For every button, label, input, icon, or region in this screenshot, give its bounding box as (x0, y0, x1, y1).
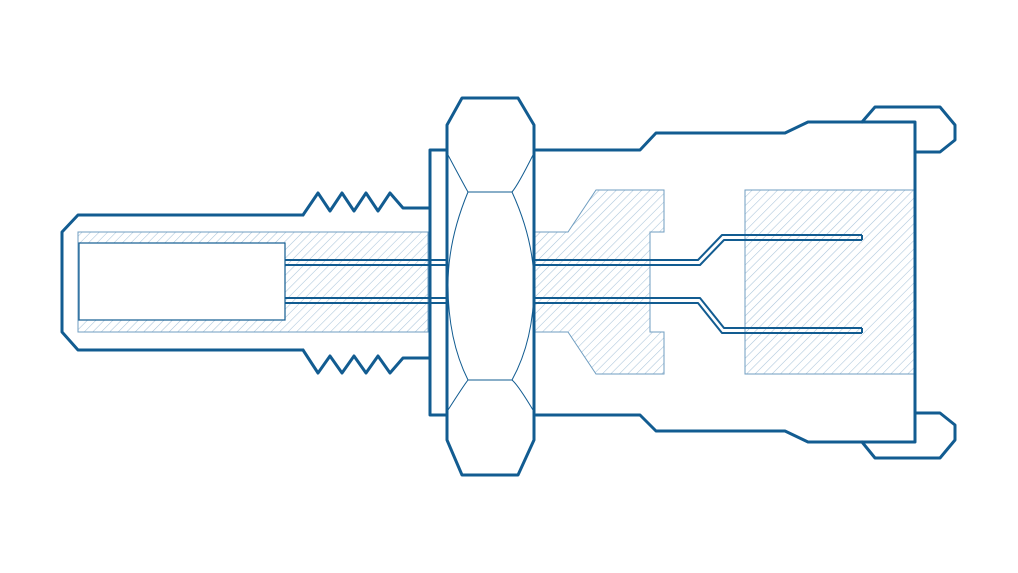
nut-facet-right (511, 191, 535, 381)
thread-upper (301, 191, 432, 217)
probe-outer-outline (60, 213, 305, 352)
housing-outline (534, 120, 917, 444)
nut-facet-bottom (447, 379, 534, 411)
latch-bottom (860, 411, 957, 460)
connector-insert-hatch (532, 189, 665, 375)
pin-block-hatch (744, 189, 916, 375)
sensing-element (78, 242, 286, 321)
nut-facet-left (447, 191, 469, 381)
flange-outline (428, 148, 452, 417)
latch-top (860, 105, 957, 154)
hex-nut (445, 96, 536, 477)
nut-facet-top (447, 154, 534, 193)
thread-lower (301, 348, 432, 375)
